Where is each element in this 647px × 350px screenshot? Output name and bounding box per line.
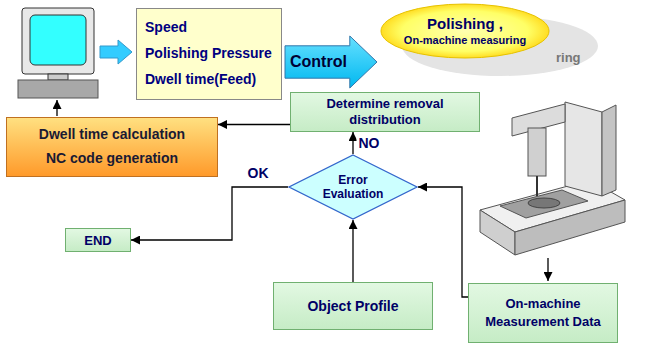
spindle-head bbox=[528, 128, 546, 176]
machine-base-side bbox=[480, 210, 515, 255]
data-box: On-machine Measurement Data bbox=[468, 283, 618, 343]
diamond-shape bbox=[289, 155, 417, 219]
terminal-box: END bbox=[65, 228, 131, 252]
parameter-box: SpeedPolishing PressureDwell time(Feed) bbox=[136, 8, 282, 100]
cut-off-text: ring bbox=[556, 50, 581, 65]
node-text: On-machine Measurement Data bbox=[477, 295, 609, 331]
process-ellipse: Polishing ,On-machine measuring bbox=[380, 3, 550, 59]
process-box: Dwell time calculationNC code generation bbox=[6, 117, 218, 177]
flow-arrow bbox=[418, 187, 468, 297]
polishing-tool bbox=[536, 176, 538, 196]
monitor-base bbox=[18, 80, 98, 98]
ellipse-shape bbox=[381, 4, 549, 58]
node-text: Control bbox=[290, 53, 347, 71]
arrow-shape bbox=[285, 36, 377, 88]
flow-arrow bbox=[352, 220, 353, 282]
arrow-line bbox=[56, 100, 57, 116]
decision-diamond: Error Evaluation bbox=[288, 154, 418, 220]
arrow-line bbox=[547, 258, 548, 281]
workpiece bbox=[528, 198, 560, 208]
machine-column-side bbox=[602, 105, 616, 196]
node-text: Polishing Pressure bbox=[145, 41, 272, 67]
node-text: On-machine measuring bbox=[404, 34, 526, 48]
node-text: Object Profile bbox=[307, 298, 398, 314]
monitor-neck bbox=[48, 74, 68, 80]
machine-column bbox=[565, 102, 602, 196]
monitor-screen bbox=[30, 15, 86, 65]
flow-arrow bbox=[131, 187, 288, 240]
edge-label: OK bbox=[246, 165, 271, 181]
node-text: END bbox=[84, 233, 111, 248]
node-text: Determine removal distribution bbox=[299, 96, 471, 127]
machine-table bbox=[500, 190, 588, 218]
block-arrow bbox=[100, 40, 132, 64]
edge-label: NO bbox=[357, 135, 382, 151]
node-text: Polishing , bbox=[427, 15, 503, 34]
node-text: Speed bbox=[145, 15, 187, 41]
node-text: Dwell time(Feed) bbox=[145, 67, 256, 93]
node-text: Dwell time calculation bbox=[39, 123, 185, 147]
node-text: Error Evaluation bbox=[311, 173, 395, 202]
monitor-body bbox=[22, 8, 94, 74]
node-text: NC code generation bbox=[46, 147, 178, 171]
input-box: Object Profile bbox=[273, 282, 433, 330]
process-box: Determine removal distribution bbox=[290, 92, 480, 132]
flow-arrow bbox=[218, 124, 290, 125]
control-arrow: Control bbox=[284, 35, 378, 89]
flow-arrow bbox=[352, 132, 353, 154]
